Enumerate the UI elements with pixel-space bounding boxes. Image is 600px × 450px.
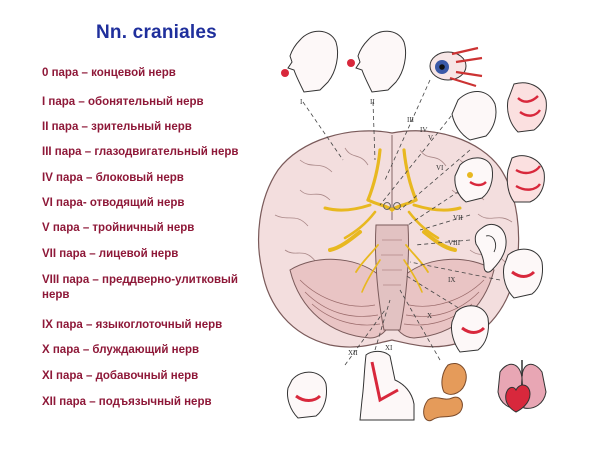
nerve-item-7: VII пара – лицевой нерв (42, 248, 179, 260)
face-muscles (506, 155, 545, 203)
larynx-head (451, 305, 489, 353)
nerve-item-8: VIII пара – преддверно-улитковый нерв (42, 274, 238, 301)
neck-shoulder (359, 350, 415, 421)
label-xi: XI (385, 344, 393, 352)
label-viii: VIII (448, 239, 461, 247)
nerve-item-4: IV пара – блоковый нерв (42, 172, 184, 184)
cranial-nerves-illustration: I II III IV V VI VII VIII IX X XI XII (258, 30, 547, 422)
nerve-item-5: VI пара- отводящий нерв (42, 197, 185, 209)
nerve-item-10: X пара – блуждающий нерв (42, 344, 200, 356)
label-iv: IV (420, 126, 427, 134)
head-profile-smell (281, 30, 339, 93)
throat-head (503, 248, 543, 299)
nerve-roots (323, 148, 462, 293)
label-v: V (428, 134, 433, 142)
heart-lungs (497, 360, 547, 413)
face-trigeminal (451, 82, 547, 141)
nerve-item-0: 0 пара – концевой нерв (42, 67, 176, 79)
label-x: X (427, 312, 432, 320)
stomach-intestines (423, 363, 467, 422)
nerve-item-9: IX пара – языкоглоточный нерв (42, 319, 223, 331)
label-ix: IX (448, 276, 455, 284)
label-vi: VI (436, 164, 444, 172)
brain-base-view (258, 130, 520, 348)
optic-chiasm (383, 202, 401, 210)
slide-title: Nn. craniales (96, 22, 217, 43)
nerve-item-1: I пара – обонятельный нерв (42, 96, 204, 108)
label-ii: II (370, 98, 375, 106)
nerve-item-6: V пара – тройничный нерв (42, 222, 195, 234)
tongue-head (287, 371, 327, 419)
label-vii: VII (453, 214, 463, 222)
nerve-number-labels: I II III IV V VI VII VIII IX X XI XII (300, 98, 463, 357)
label-iii: III (407, 116, 415, 124)
head-profile-vision (347, 30, 407, 93)
label-i: I (300, 98, 303, 106)
ear (474, 224, 507, 273)
oral-cavity-head (454, 157, 493, 203)
nerve-item-11: XI пара – добавочный нерв (42, 370, 199, 382)
nerve-item-2: II пара – зрительный нерв (42, 121, 192, 133)
nerve-item-3: III пара – глазодвигательный нерв (42, 146, 239, 158)
nerve-item-12: XII пара – подъязычный нерв (42, 396, 212, 408)
label-xii: XII (348, 349, 358, 357)
eye-with-muscles (429, 46, 483, 88)
